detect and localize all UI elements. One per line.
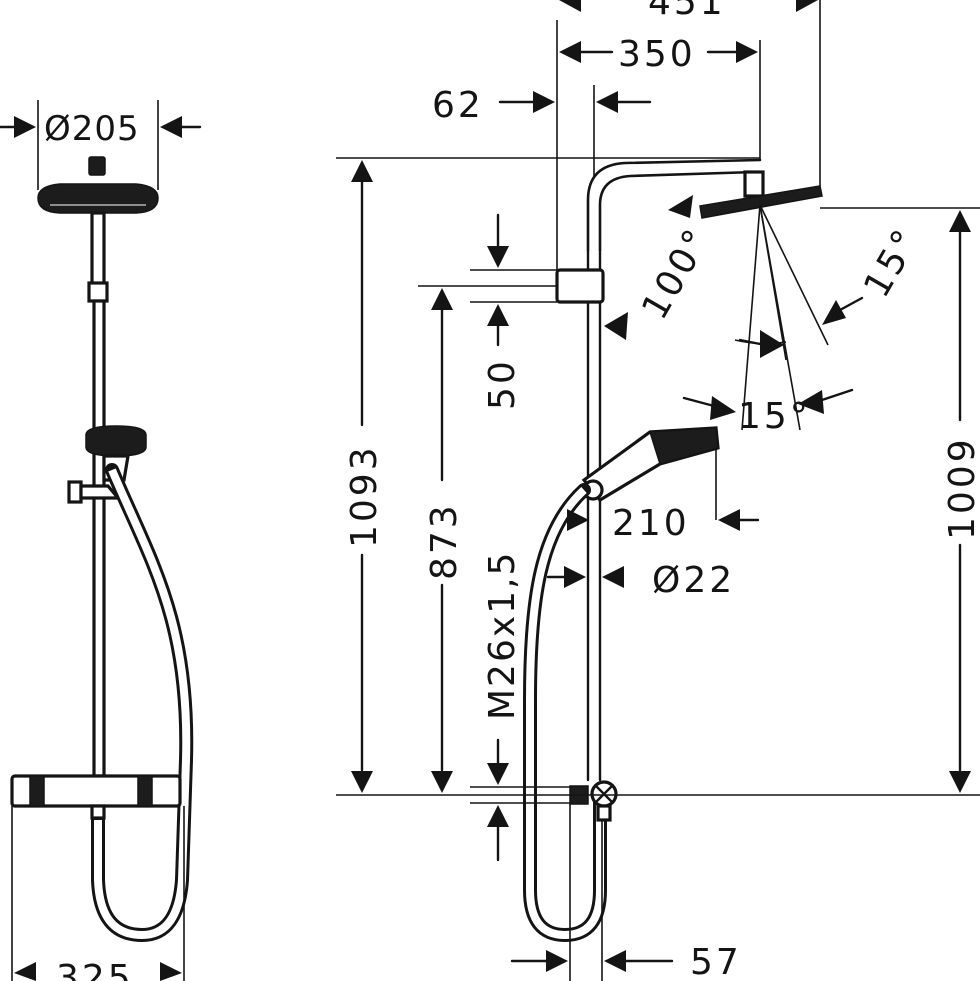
holder-gap-dimension: 50 [482,213,523,410]
arm-projection-label: 350 [618,34,696,75]
side-bottom-connection [569,780,618,822]
rail-diameter-dimension: Ø22 [546,560,735,601]
side-overhead-head [699,0,823,219]
side-view: 451 350 62 1093 [336,0,980,981]
front-hand-shower [67,425,147,504]
head-height-label: 1009 [942,436,980,540]
side-hose-inner [526,487,604,940]
hand-reach-dimension: 210 [567,448,760,544]
side-hand-shower [581,426,720,503]
hose-offset-dimension: 57 [510,804,742,981]
rail-offset-dimension: 62 [432,85,652,126]
hand-tilt-dimension: 15° [682,388,854,437]
mount-height-label: 873 [424,502,465,580]
head-tilt-dimension: 15° [738,221,928,358]
arm-angle-label: 100° [634,221,719,327]
front-hose-inner [94,468,191,940]
head-height-dimension: 1009 [942,210,980,793]
head-diameter-dimension: Ø205 [0,100,202,190]
rail-offset-label: 62 [432,85,484,126]
head-tilt-label: 15° [856,221,928,305]
arm-projection-dimension: 350 [559,34,758,75]
total-height-label: 1093 [344,444,385,548]
hose-offset-label: 57 [690,942,742,981]
total-height-dimension: 1093 [344,160,385,793]
mount-height-dimension: 873 [424,288,465,793]
holder-gap-label: 50 [482,358,523,410]
head-diameter-label: Ø205 [44,109,140,149]
head-tilt-lines [734,204,829,431]
base-width-label: 325 [56,958,134,981]
projection-total-dimension: 451 [559,0,818,23]
front-view: Ø205 [0,100,202,981]
hand-tilt-label: 15° [738,396,811,437]
front-thermostat [10,774,182,820]
projection-total-label: 451 [648,0,726,23]
side-shower-rail [555,158,762,782]
overhead-shower-head [37,156,159,214]
hand-reach-label: 210 [612,503,690,544]
connection-thread-label: M26x1,5 [482,551,523,720]
connection-thread-dimension: M26x1,5 [482,551,523,862]
base-width-dimension: 325 [11,806,185,981]
rail-diameter-label: Ø22 [652,560,735,601]
